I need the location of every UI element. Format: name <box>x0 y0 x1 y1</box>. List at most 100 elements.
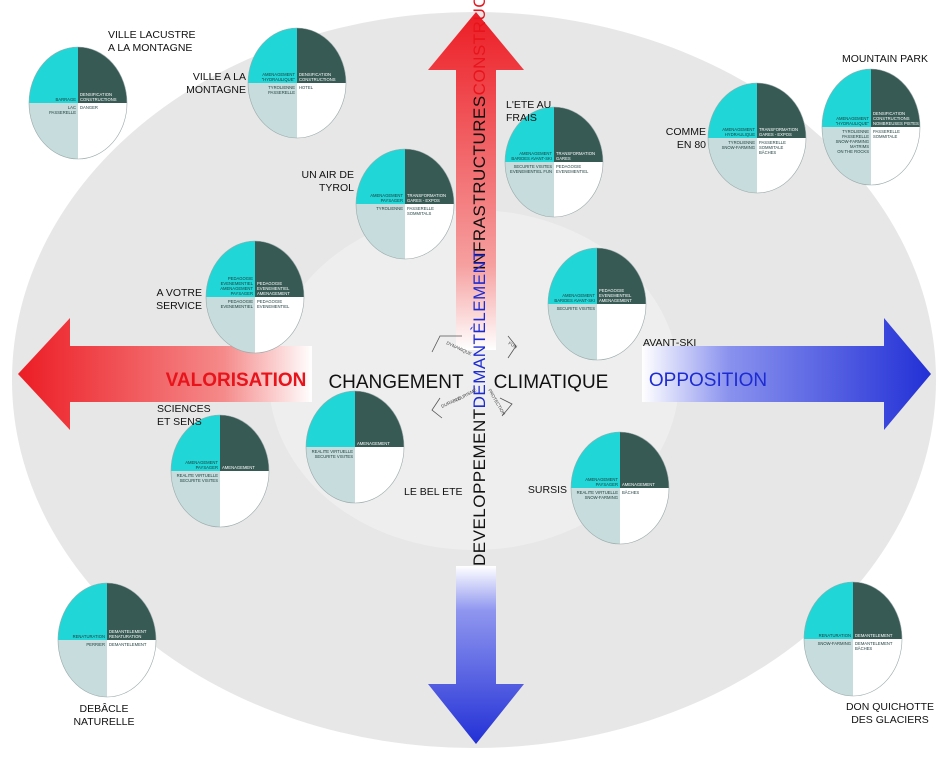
quadrant-bottom-right <box>220 471 269 527</box>
axis-label-up: INFRASTRUCTURESCONSTRUCTION <box>470 0 489 270</box>
quadrant-text-top-right: EVENEMENTIEL <box>599 293 632 298</box>
quadrant-text-top-right: DEMANTELEMENT <box>855 633 893 638</box>
quadrant-bottom-left <box>58 640 107 697</box>
scenario-title: NATURELLE <box>73 716 134 728</box>
quadrant-text-top-right: GARES <box>556 156 571 161</box>
quadrant-bottom-left <box>356 204 405 259</box>
quadrant-bottom-right <box>297 83 346 138</box>
quadrant-text-bottom-left: SNOW-FARMING <box>585 495 618 500</box>
quadrant-top-left <box>206 241 255 297</box>
quadrant-text-top-left: PAYSAGER <box>231 291 253 296</box>
quadrant-text-bottom-left: REALITE VIRTUELLE <box>577 490 619 495</box>
quadrant-text-bottom-right: PEDAGOGIE <box>257 299 282 304</box>
scenario-outline <box>547 247 647 361</box>
quadrant-text-top-left: AMENAGEMENT <box>562 293 595 298</box>
center-left-word: CHANGEMENT <box>328 372 464 393</box>
scenario-title: SURSIS <box>528 484 567 496</box>
quadrant-bottom-left <box>248 83 297 138</box>
quadrant-text-bottom-left: SECURITE VISITES <box>180 478 219 483</box>
quadrant-text-top-right: GARES - EXPOS <box>759 132 792 137</box>
quadrant-text-bottom-left: PERRIER <box>86 642 105 647</box>
scenario-title: SERVICE <box>156 300 202 312</box>
quadrant-text-bottom-right: PEDAGOGIE <box>556 164 581 169</box>
scenario-ville-montagne: AMENAGEMENT"HYDRAULIQUE"DENSIFICATIONCON… <box>186 27 347 139</box>
axis-label-up-black: INFRASTRUCTURES <box>470 95 489 270</box>
scenario-title: FRAIS <box>506 112 537 124</box>
quadrant-top-left <box>708 83 757 138</box>
quadrant-text-bottom-left: PASSERELLE <box>268 90 295 95</box>
quadrant-text-bottom-left: EVENEMENTIEL FUN <box>510 169 552 174</box>
quadrant-text-top-right: AMENAGEMENT <box>599 298 632 303</box>
quadrant-text-bottom-left: LAC <box>68 105 76 110</box>
scenario-comme-80: AMENAGEMENTHYDRAULIQUETRANSFORMATIONGARE… <box>666 82 807 194</box>
arrow-right <box>642 318 931 430</box>
quadrant-text-top-right: EVENEMENTIEL <box>257 286 290 291</box>
quadrant-text-bottom-left: SECURITE VISITES <box>557 306 596 311</box>
quadrant-top-left <box>171 415 220 471</box>
quadrant-text-bottom-right: DEMANTELEMENT <box>855 641 893 646</box>
scenario-outline <box>57 582 157 698</box>
quadrant-text-bottom-right: SOMMITALE <box>759 145 784 150</box>
scenario-outline <box>355 148 455 260</box>
quadrant-text-bottom-right: SOMMITALS <box>407 211 432 216</box>
scenario-title: VILLE A LA <box>193 71 246 83</box>
quadrant-text-top-left: AMENAGEMENT <box>836 116 869 121</box>
quadrant-top-right <box>220 415 269 471</box>
quadrant-top-right <box>871 69 920 127</box>
scenario-title: MONTAGNE <box>186 84 246 96</box>
quadrant-top-right <box>405 149 454 204</box>
quadrant-text-bottom-left: SECURITE VISITES <box>315 454 354 459</box>
quadrant-top-left <box>306 391 355 447</box>
quadrant-text-top-right: CONSTRUCTIONS <box>873 116 910 121</box>
scenario-title: TYROL <box>319 182 354 194</box>
quadrant-top-left <box>356 149 405 204</box>
axis-label-left: VALORISATION <box>166 370 307 391</box>
scenario-mountain-park: AMENAGEMENT"HYDRAULIQUE"DENSIFICATIONCON… <box>821 53 928 186</box>
center-right-word: CLIMATIQUE <box>494 372 609 393</box>
svg-text:INFRASTRUCTURESCONSTRUCTION: INFRASTRUCTURESCONSTRUCTION <box>470 0 489 270</box>
quadrant-text-bottom-right: PASSERELLE <box>407 206 434 211</box>
quadrant-top-right <box>355 391 404 447</box>
quadrant-text-bottom-right: BÂCHES <box>622 490 639 495</box>
scenario-title: VILLE LACUSTRE <box>108 29 196 41</box>
quadrant-bottom-left <box>206 297 255 353</box>
quadrant-text-bottom-left: SNOW-FARMING <box>818 641 851 646</box>
quadrant-text-bottom-left: PEDAGOGIE <box>228 299 253 304</box>
scenario-title: L'ETE AU <box>506 99 551 111</box>
quadrant-text-top-right: TRANSFORMATION <box>556 151 595 156</box>
quadrant-text-top-left: BARRAGE <box>56 97 77 102</box>
quadrant-text-top-right: PEDAGOGIE <box>599 288 624 293</box>
quadrant-text-top-right: CONSTRUCTIONS <box>299 77 336 82</box>
quadrant-text-top-right: RENATURATION <box>109 634 141 639</box>
scenario-outline <box>504 106 604 218</box>
quadrant-top-right <box>107 583 156 640</box>
scenario-title: DON QUICHOTTE <box>846 701 934 713</box>
quadrant-text-top-right: CONSTRUCTIONS <box>80 97 117 102</box>
quadrant-bottom-right <box>757 138 806 193</box>
quadrant-text-bottom-right: BÂCHES <box>759 150 776 155</box>
center-small-label-2: FUN <box>508 341 519 350</box>
quadrant-bottom-right <box>597 304 646 360</box>
quadrant-text-bottom-left: PASSERELLE <box>49 110 76 115</box>
scenario-group: BARRAGEDENSIFICATIONCONSTRUCTIONSLACPASS… <box>28 27 934 728</box>
scenario-outline <box>28 46 128 160</box>
axis-label-down-blue: DEMANTÈLEMENT <box>470 250 489 409</box>
quadrant-text-bottom-left: REALITE VIRTUELLE <box>312 449 354 454</box>
scenario-outline <box>803 581 903 697</box>
scenario-outline <box>170 414 270 528</box>
quadrant-text-top-right: DENSIFICATION <box>80 92 112 97</box>
quadrant-text-top-left: BARIDES AVANT-SKI <box>511 156 552 161</box>
quadrant-text-top-right: DENSIFICATION <box>873 111 905 116</box>
scenario-votre-service: PEDAGOGIEEVENEMENTIELAMENAGEMENTPAYSAGER… <box>156 240 305 354</box>
quadrant-text-top-left: BARIDES AVANT-SKI <box>554 298 595 303</box>
quadrant-text-top-left: PEDAGOGIE <box>228 276 253 281</box>
quadrant-text-top-right: DEMANTELEMENT <box>109 629 147 634</box>
quadrant-text-bottom-left: SNOW-FARMING <box>836 139 869 144</box>
quadrant-top-right <box>597 248 646 304</box>
quadrant-top-right <box>620 432 669 488</box>
quadrant-text-top-left: AMENAGEMENT <box>185 460 218 465</box>
svg-text:DEVELOPPEMENTDEMANTÈLEMENT: DEVELOPPEMENTDEMANTÈLEMENT <box>470 250 489 566</box>
